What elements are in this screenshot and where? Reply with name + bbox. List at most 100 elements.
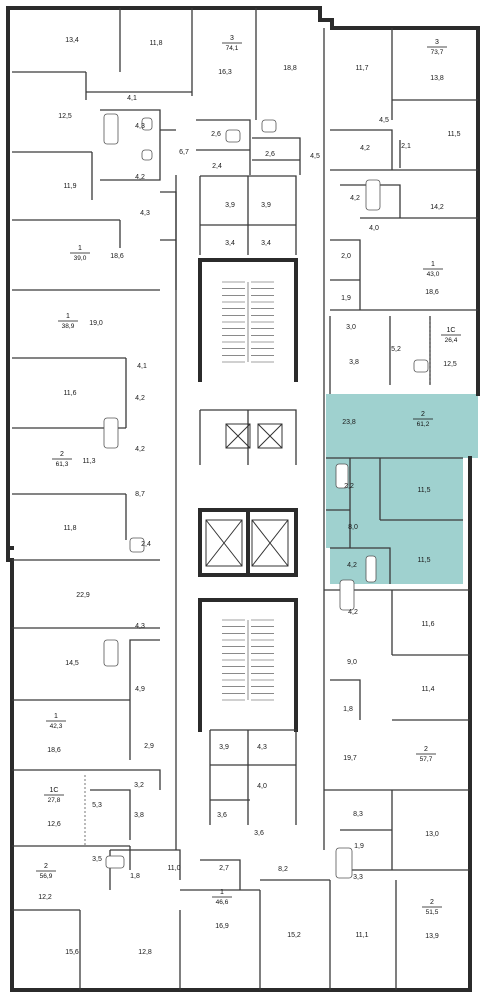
room-area-label: 3,0 xyxy=(346,324,356,331)
room-area-label: 11,5 xyxy=(447,131,460,138)
apartment-area: 46,6 xyxy=(216,899,229,906)
apartment-rooms: 2 xyxy=(421,411,425,418)
room-area-label: 8,0 xyxy=(348,524,358,531)
apartment-rooms: 1С xyxy=(50,787,59,794)
apartment-badge[interactable]: 2 56,9 xyxy=(36,863,56,880)
apartment-badge[interactable]: 1 42,3 xyxy=(46,713,66,730)
room-area-label: 3,3 xyxy=(353,874,363,881)
room-area-label: 12,6 xyxy=(47,821,61,828)
room-area-label: 15,2 xyxy=(287,932,301,939)
room-area-label: 2,9 xyxy=(144,743,154,750)
room-area-label: 11,0 xyxy=(167,865,180,872)
apartment-badge[interactable]: 1С 26,4 xyxy=(441,327,461,344)
room-area-label: 4,1 xyxy=(127,95,137,102)
apartment-area: 42,3 xyxy=(50,723,63,730)
room-area-label: 3,9 xyxy=(261,202,271,209)
apartment-area: 43,0 xyxy=(427,271,440,278)
room-area-label: 11,8 xyxy=(63,525,76,532)
room-area-label: 4,2 xyxy=(135,174,145,181)
apartment-badge[interactable]: 2 61,3 xyxy=(52,451,72,468)
apartment-badge[interactable]: 3 73,7 xyxy=(427,39,447,56)
room-area-label: 9,0 xyxy=(347,659,357,666)
room-area-label: 2,0 xyxy=(341,253,351,260)
room-area-label: 1,8 xyxy=(130,873,140,880)
room-area-label: 8,3 xyxy=(353,811,363,818)
room-area-label: 18,6 xyxy=(110,253,124,260)
room-area-label: 18,6 xyxy=(425,289,439,296)
room-area-label: 11,6 xyxy=(63,390,76,397)
apartment-badge[interactable]: 1 43,0 xyxy=(423,261,443,278)
room-area-label: 19,7 xyxy=(343,755,357,762)
apartment-badge[interactable]: 1 46,6 xyxy=(212,889,232,906)
room-area-label: 4,2 xyxy=(350,195,360,202)
apartment-rooms: 1 xyxy=(431,261,435,268)
room-area-label: 8,7 xyxy=(135,491,145,498)
room-area-label: 1,9 xyxy=(354,843,364,850)
room-area-label: 11,4 xyxy=(421,686,434,693)
apartment-badge[interactable]: 1С 27,8 xyxy=(44,787,64,804)
apartment-area: 74,1 xyxy=(226,45,239,52)
room-area-label: 11,5 xyxy=(417,557,430,564)
apartment-badge[interactable]: 2 61,2 xyxy=(413,411,433,428)
room-area-label: 3,9 xyxy=(225,202,235,209)
apartment-rooms: 2 xyxy=(60,451,64,458)
room-area-label: 11,3 xyxy=(82,458,95,465)
apartment-badge[interactable]: 1 38,9 xyxy=(58,313,78,330)
room-area-label: 5,3 xyxy=(92,802,102,809)
room-area-label: 4,5 xyxy=(310,153,320,160)
room-area-label: 11,8 xyxy=(149,40,162,47)
apartment-rooms: 1 xyxy=(66,313,70,320)
room-area-label: 4,3 xyxy=(140,210,150,217)
apartment-area: 61,2 xyxy=(417,421,430,428)
room-area-label: 4,0 xyxy=(257,783,267,790)
room-area-label: 14,5 xyxy=(65,660,79,667)
room-area-label: 14,2 xyxy=(430,204,444,211)
apartment-rooms: 3 xyxy=(230,35,234,42)
room-area-label: 4,2 xyxy=(360,145,370,152)
room-area-label: 11,6 xyxy=(421,621,434,628)
room-area-label: 12,5 xyxy=(58,113,72,120)
room-area-label: 2,6 xyxy=(211,131,221,138)
room-area-label: 4,1 xyxy=(137,363,147,370)
room-area-label: 3,5 xyxy=(92,856,102,863)
apartment-area: 39,0 xyxy=(74,255,87,262)
room-area-label: 4,3 xyxy=(257,744,267,751)
apartment-badges: 3 74,1 3 73,7 1 39,0 1 43,0 1 38,9 1С 26… xyxy=(36,35,461,916)
room-area-label: 4,9 xyxy=(135,686,145,693)
room-area-label: 2,7 xyxy=(219,865,229,872)
room-area-label: 3,4 xyxy=(225,240,235,247)
apartment-area: 27,8 xyxy=(48,797,61,804)
apartment-area: 56,9 xyxy=(40,873,53,880)
apartment-area: 51,5 xyxy=(426,909,439,916)
highlighted-apartment[interactable] xyxy=(326,394,478,584)
room-area-label: 4,3 xyxy=(135,123,145,130)
room-area-label: 18,6 xyxy=(47,747,61,754)
room-area-label: 3,6 xyxy=(217,812,227,819)
room-area-label: 3,6 xyxy=(254,830,264,837)
room-area-label: 3,9 xyxy=(219,744,229,751)
room-area-label: 5,2 xyxy=(391,346,401,353)
room-area-label: 13,8 xyxy=(430,75,444,82)
room-area-label: 3,2 xyxy=(134,782,144,789)
partition-walls xyxy=(12,8,478,990)
room-area-label: 8,2 xyxy=(278,866,288,873)
apartment-badge[interactable]: 3 74,1 xyxy=(222,35,242,52)
apartment-badge[interactable]: 2 51,5 xyxy=(422,899,442,916)
apartment-badge[interactable]: 2 57,7 xyxy=(416,746,436,763)
room-area-label: 1,8 xyxy=(343,706,353,713)
room-area-label: 2,4 xyxy=(141,541,151,548)
apartment-rooms: 1 xyxy=(54,713,58,720)
room-area-label: 2,4 xyxy=(212,163,222,170)
stair-upper xyxy=(222,281,274,363)
apartment-badge[interactable]: 1 39,0 xyxy=(70,245,90,262)
room-area-label: 12,2 xyxy=(38,894,52,901)
room-area-label: 11,7 xyxy=(355,65,368,72)
room-area-label: 13,4 xyxy=(65,37,79,44)
apartment-area: 61,3 xyxy=(56,461,69,468)
room-area-label: 11,9 xyxy=(63,183,76,190)
room-area-label: 23,8 xyxy=(342,419,356,426)
room-area-label: 4,0 xyxy=(369,225,379,232)
stair-lower xyxy=(222,619,274,701)
room-labels: 13,4 11,8 16,3 18,8 11,7 13,8 12,5 4,1 4… xyxy=(38,37,460,956)
